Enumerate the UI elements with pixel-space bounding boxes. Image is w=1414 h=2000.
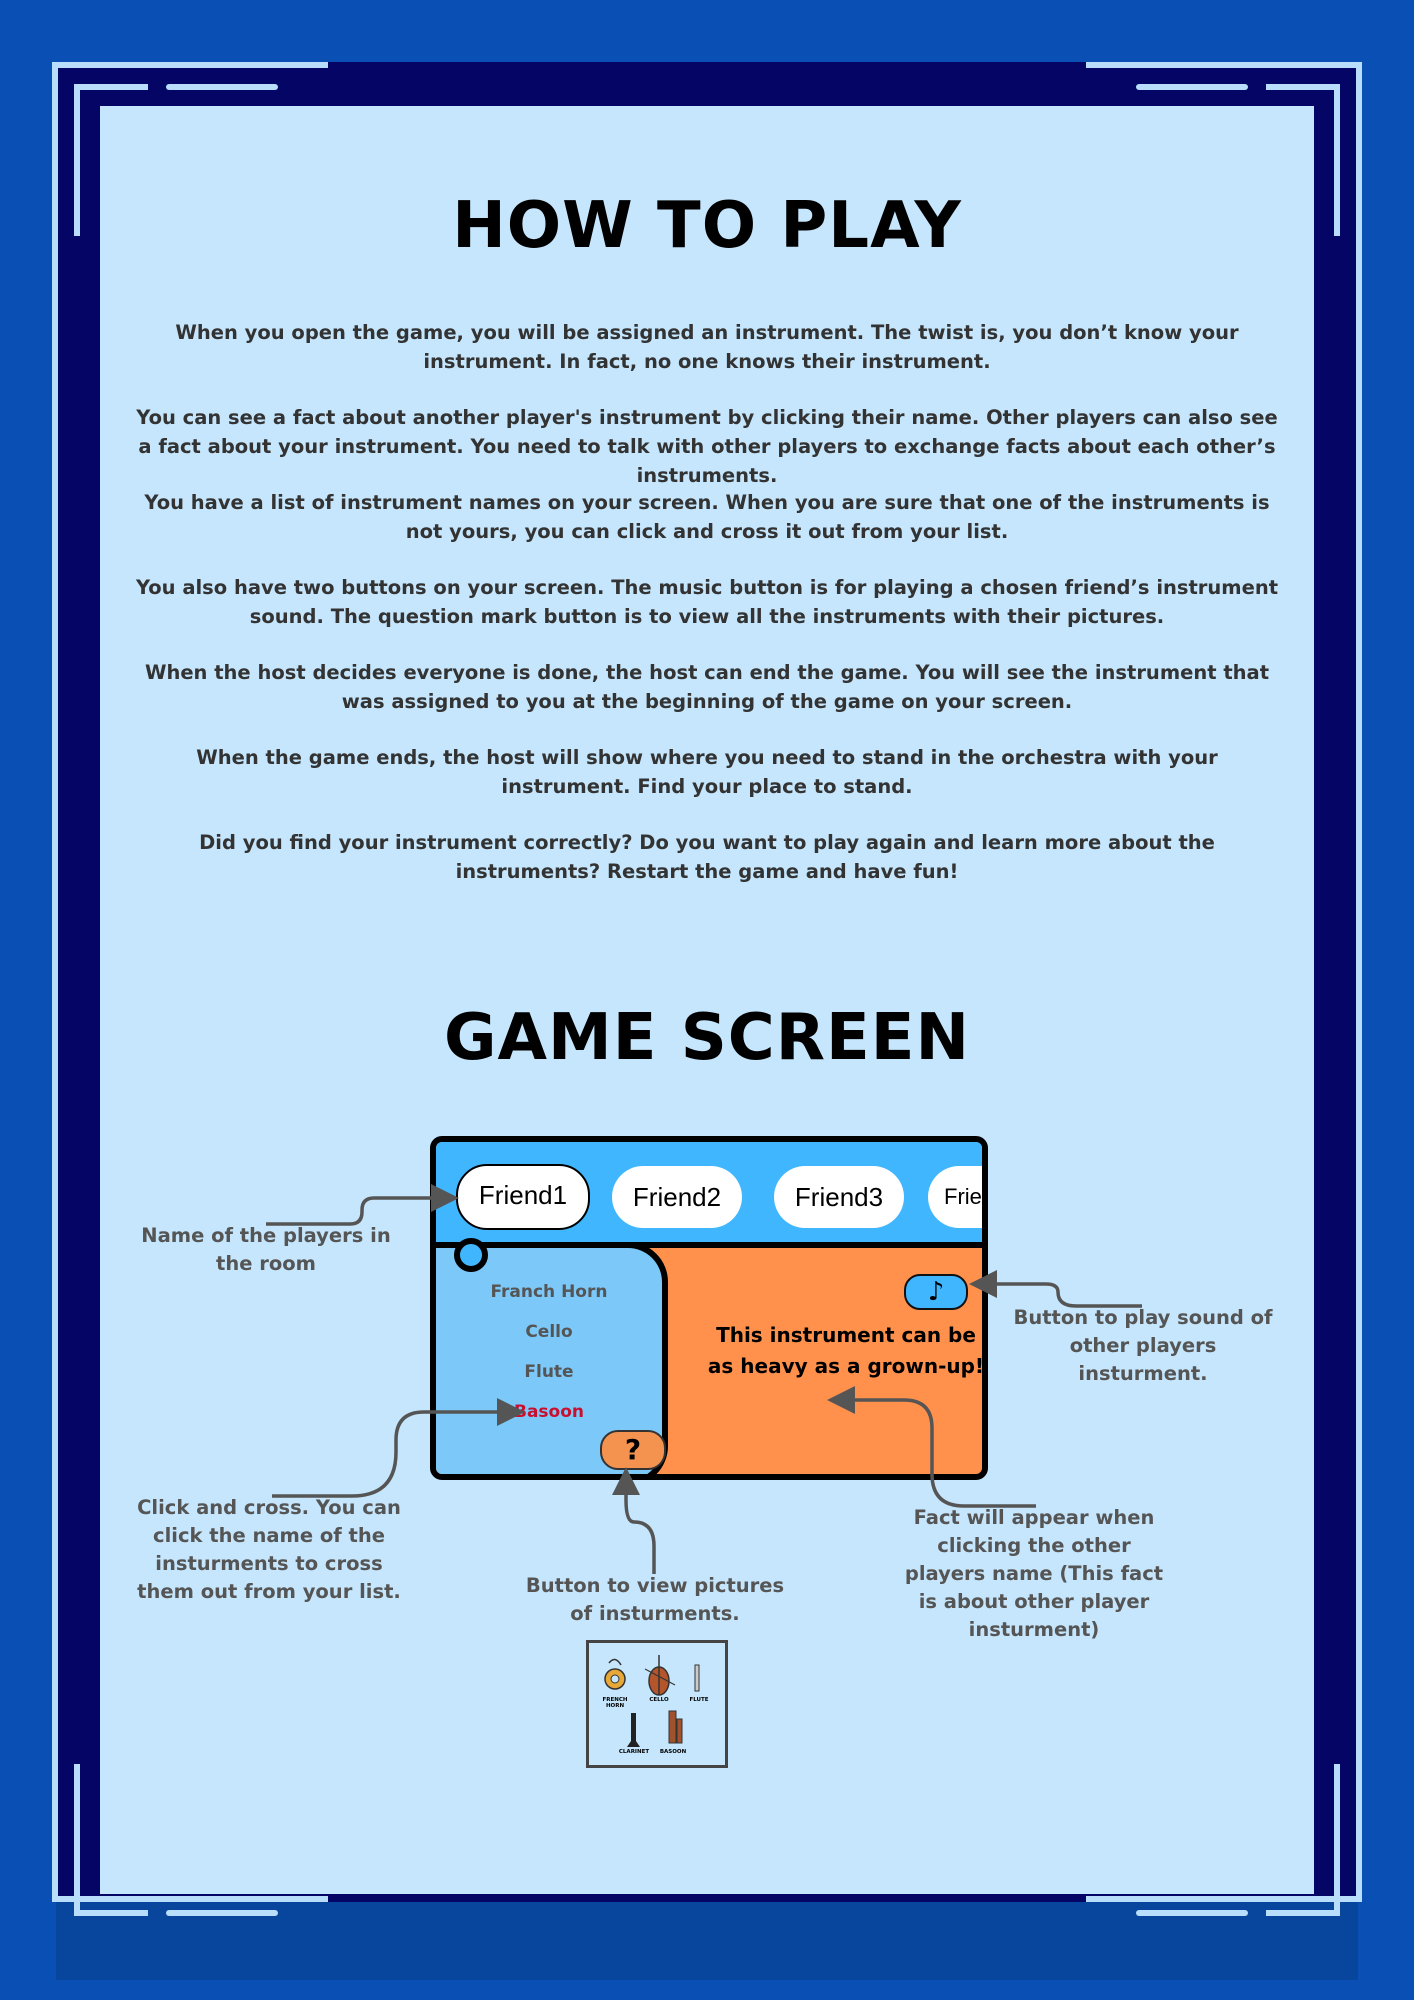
instruction-paragraph: When the game ends, the host will show w… <box>196 746 1218 798</box>
annotation-pictures-button: Button to view pictures of insturments. <box>525 1574 785 1625</box>
instrument-item[interactable]: Flute <box>524 1362 574 1382</box>
instrument-fact: This instrument can be as heavy as a gro… <box>707 1323 985 1378</box>
how-to-play-title: HOW TO PLAY <box>452 189 962 263</box>
music-note-icon[interactable]: ♪ <box>904 1274 968 1310</box>
thumbnail-caption: CLARINET <box>618 1749 650 1755</box>
player-button[interactable]: Friend3 <box>774 1166 904 1228</box>
instruction-paragraph: When the host decides everyone is done, … <box>144 661 1270 713</box>
thumbnail-caption: FRENCH HORN <box>602 1697 628 1709</box>
instrument-pictures-thumbnail: FRENCH HORN CELLO FLUTE CLARINET BASOON <box>586 1640 728 1768</box>
player-button[interactable]: Friend1 <box>456 1164 590 1230</box>
instruction-paragraph: You can see a fact about another player'… <box>136 406 1278 487</box>
player-bar: Friend1 Friend2 Friend3 Frie <box>436 1142 982 1248</box>
instruction-paragraph: When you open the game, you will be assi… <box>175 321 1239 373</box>
instrument-item[interactable]: Franch Horn <box>490 1282 608 1302</box>
annotation-sound-button: Button to play sound of other players in… <box>1013 1306 1273 1385</box>
ring-icon <box>454 1238 488 1272</box>
instrument-pictures-icon <box>604 1655 700 1747</box>
annotation-cross: Click and cross. You can click the name … <box>137 1496 401 1603</box>
annotation-fact: Fact will appear when clicking the other… <box>904 1506 1164 1641</box>
instruction-paragraph: Did you find your instrument correctly? … <box>199 831 1215 883</box>
instruction-paragraph: You have a list of instrument names on y… <box>144 491 1270 543</box>
instrument-item-crossed[interactable]: Basoon <box>513 1402 584 1422</box>
thumbnail-caption: BASOON <box>659 1749 687 1755</box>
thumbnail-caption: FLUTE <box>689 1697 709 1703</box>
player-button[interactable]: Frie <box>928 1166 982 1228</box>
game-screen-title: GAME SCREEN <box>443 1001 971 1075</box>
thumbnail-caption: CELLO <box>649 1697 669 1703</box>
instruction-paragraph: You also have two buttons on your screen… <box>135 576 1279 628</box>
content-panel <box>100 106 1314 1894</box>
annotation-players: Name of the players in the room <box>141 1224 391 1275</box>
player-button[interactable]: Friend2 <box>612 1166 742 1228</box>
instrument-item[interactable]: Cello <box>525 1322 573 1342</box>
